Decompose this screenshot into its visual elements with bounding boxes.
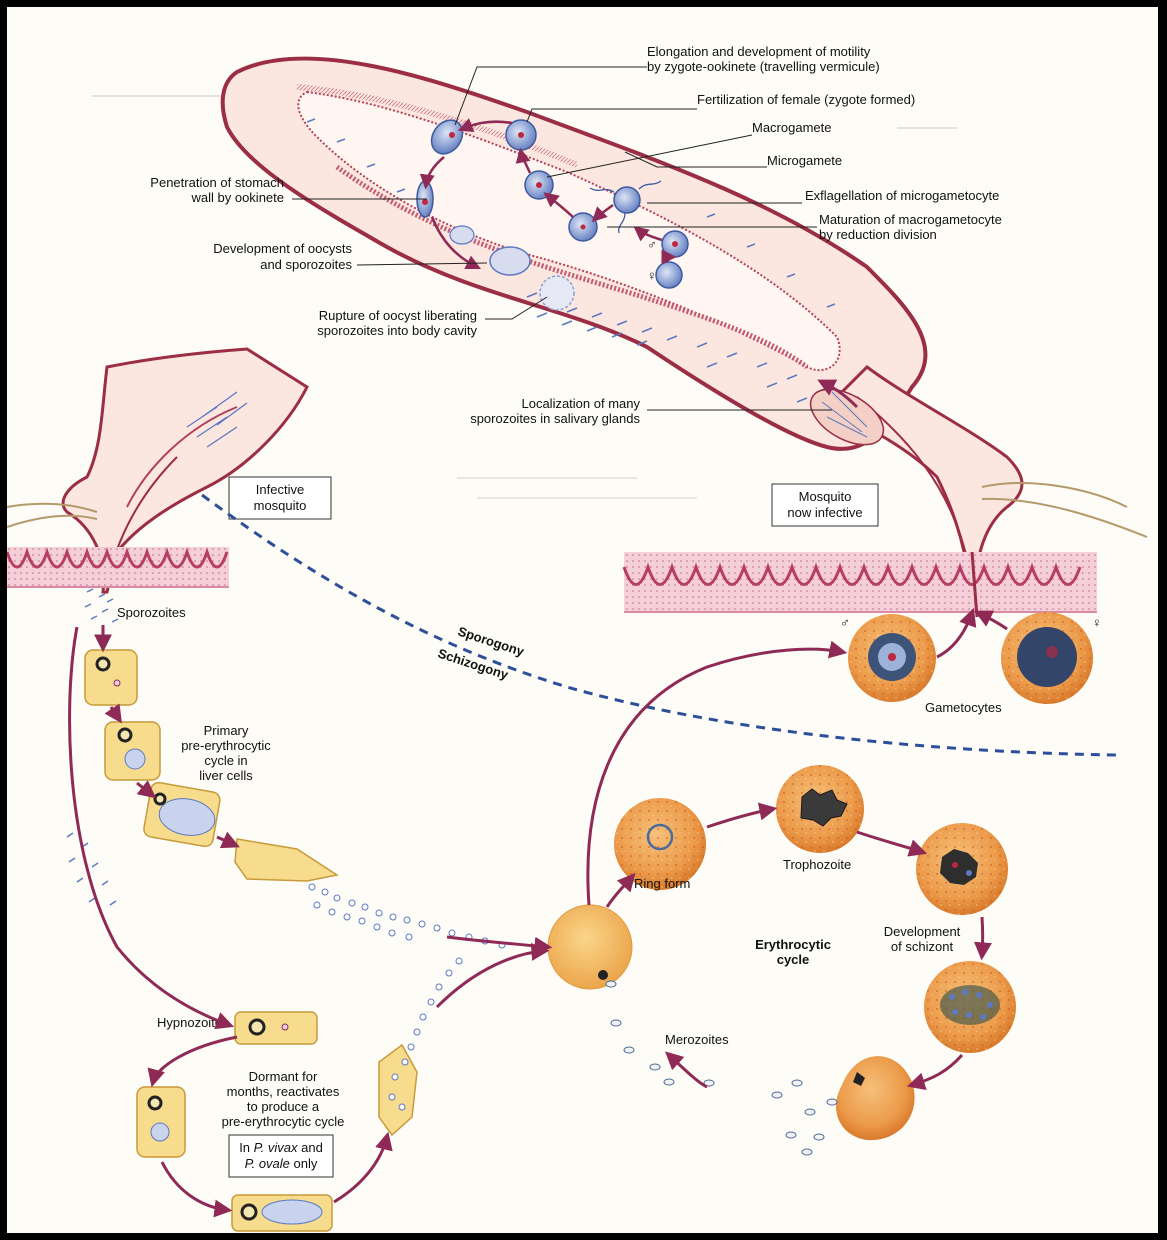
dormant-cell-4-rupture — [379, 1045, 417, 1135]
label-penetration-line2: wall by ookinete — [191, 190, 285, 205]
label-maturation-line1: Maturation of macrogametocyte — [819, 212, 1002, 227]
merozoites — [606, 981, 837, 1155]
male-gametocyte — [848, 614, 936, 702]
label-elongation-line2: by zygote-ookinete (travelling vermicule… — [647, 59, 880, 74]
skin-right — [624, 552, 1097, 617]
label-erythrocytic-line2: cycle — [777, 952, 810, 967]
label-oocysts-line2: and sporozoites — [260, 257, 352, 272]
female-symbol-mosquito: ♀ — [647, 268, 657, 283]
label-sporozoites: Sporozoites — [117, 605, 186, 620]
label-fertilization: Fertilization of female (zygote formed) — [697, 92, 915, 107]
label-dormant-line3: to produce a — [247, 1099, 320, 1114]
label-primary-line4: liver cells — [199, 768, 253, 783]
uninfected-rbc — [548, 905, 632, 989]
label-penetration-line1: Penetration of stomach — [150, 175, 284, 190]
label-dormant-line1: Dormant for — [249, 1069, 318, 1084]
dormant-cell-2 — [137, 1087, 185, 1157]
label-gametocytes: Gametocytes — [925, 700, 1002, 715]
label-rupture-line1: Rupture of oocyst liberating — [319, 308, 477, 323]
label-infective-line1: Infective — [256, 482, 304, 497]
female-symbol-gametocyte: ♀ — [1092, 615, 1102, 630]
liver-cell-2 — [105, 722, 160, 780]
label-localization-line1: Localization of many — [521, 396, 640, 411]
label-erythrocytic-line1: Erythrocytic — [755, 937, 831, 952]
skin-left — [7, 547, 229, 587]
label-oocysts-line1: Development of oocysts — [213, 241, 352, 256]
rbc-mature-schizont — [924, 961, 1016, 1053]
label-schizont-line1: Development — [884, 924, 961, 939]
male-symbol-gametocyte: ♂ — [840, 615, 850, 630]
liver-cell-3-schizont — [143, 781, 221, 847]
female-gametocyte — [1001, 612, 1093, 704]
liver-cell-1 — [85, 650, 137, 705]
label-vivax-line2: P. ovale only — [245, 1156, 318, 1171]
dormant-sporozoites — [67, 833, 116, 905]
malaria-life-cycle-diagram: Elongation and development of motility b… — [7, 7, 1158, 1233]
rbc-trophozoite — [776, 765, 864, 853]
label-now-infective-line2: now infective — [787, 505, 862, 520]
released-merozoites-stream — [309, 884, 505, 948]
label-exflagellation: Exflagellation of microgametocyte — [805, 188, 999, 203]
label-dormant-line2: months, reactivates — [227, 1084, 340, 1099]
diagram-canvas: Elongation and development of motility b… — [7, 7, 1158, 1233]
rbc-rupturing — [836, 1056, 915, 1140]
label-trophozoite: Trophozoite — [783, 857, 851, 872]
vivax-ovale-box: In P. vivax and P. ovale only — [229, 1135, 333, 1177]
label-microgamete: Microgamete — [767, 153, 842, 168]
label-macrogamete: Macrogamete — [752, 120, 831, 135]
label-infective-line2: mosquito — [254, 498, 307, 513]
liver-cell-4-rupture — [235, 839, 337, 881]
label-vivax-line1: In P. vivax and — [239, 1140, 323, 1155]
infective-mosquito-box: Infective mosquito — [229, 477, 331, 519]
label-maturation-line2: by reduction division — [819, 227, 937, 242]
label-ring-form: Ring form — [634, 876, 690, 891]
now-infective-box: Mosquito now infective — [772, 484, 878, 526]
dormant-cell-3 — [232, 1195, 332, 1231]
hypnozoite-cell — [235, 1012, 317, 1044]
label-now-infective-line1: Mosquito — [799, 489, 852, 504]
label-elongation-line1: Elongation and development of motility — [647, 44, 871, 59]
label-dormant-line4: pre-erythrocytic cycle — [222, 1114, 345, 1129]
injected-sporozoites — [85, 589, 118, 622]
label-rupture-line2: sporozoites into body cavity — [317, 323, 477, 338]
male-symbol-mosquito: ♂ — [647, 237, 657, 252]
label-primary-line2: pre-erythrocytic — [181, 738, 271, 753]
label-localization-line2: sporozoites in salivary glands — [470, 411, 640, 426]
label-primary-line1: Primary — [204, 723, 249, 738]
label-merozoites: Merozoites — [665, 1032, 729, 1047]
rbc-early-schizont — [916, 823, 1008, 915]
label-primary-line3: cycle in — [204, 753, 247, 768]
label-schizont-line2: of schizont — [891, 939, 954, 954]
